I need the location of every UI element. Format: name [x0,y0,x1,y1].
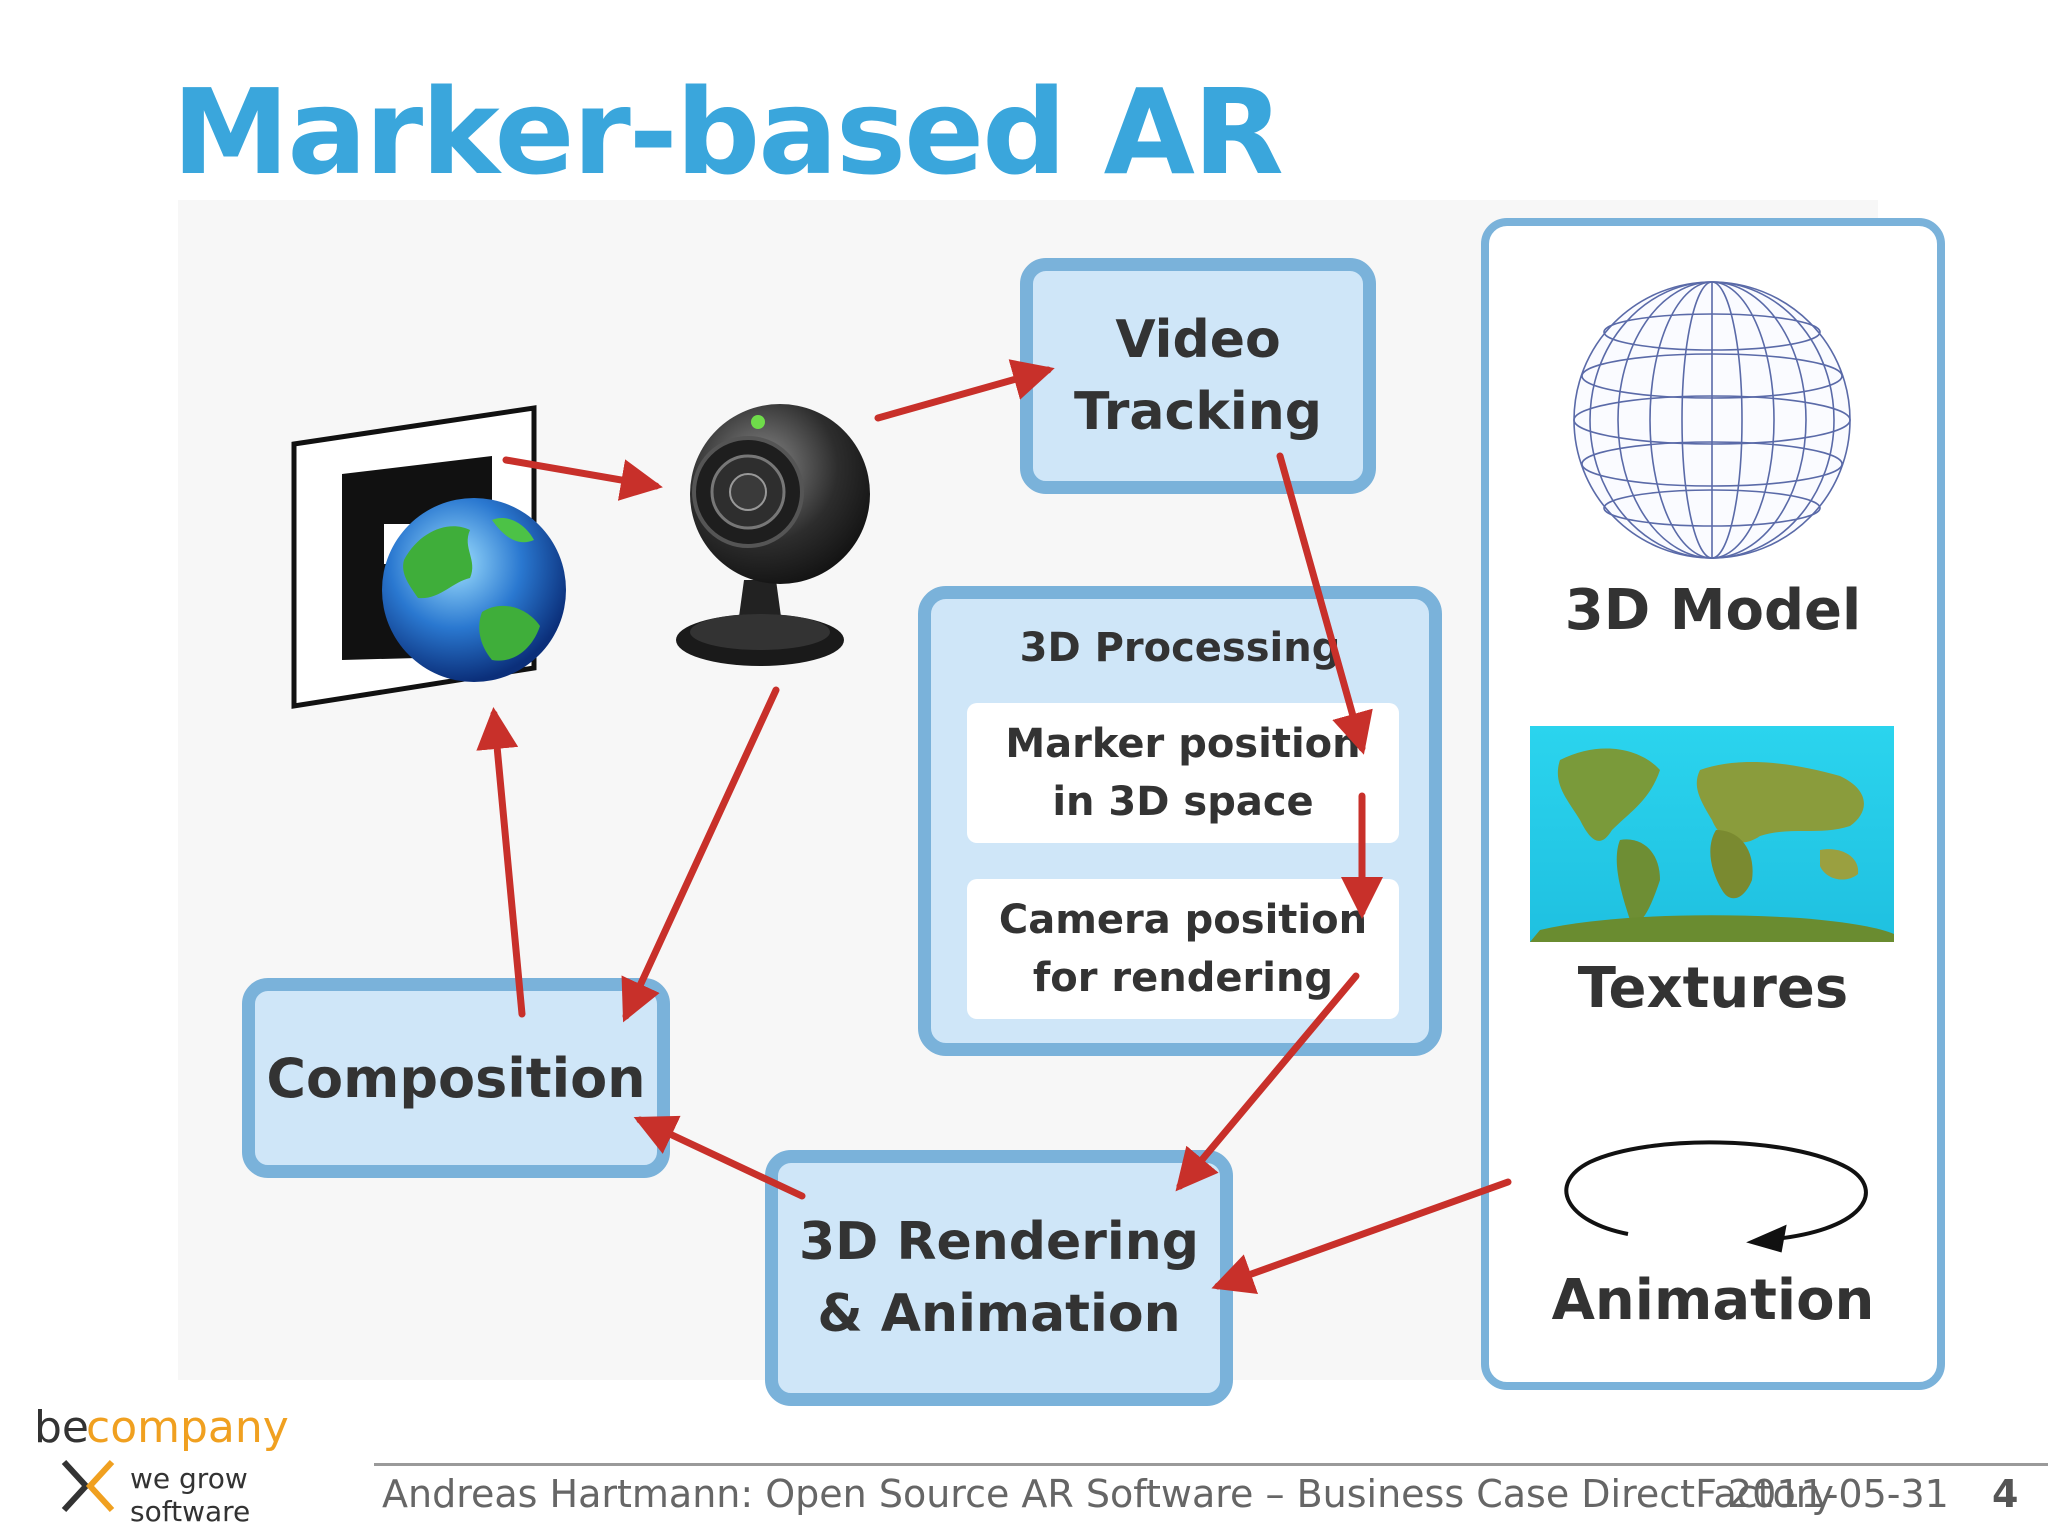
composition-box: Composition [242,978,670,1178]
footer-divider [374,1463,2048,1466]
animation-label: Animation [1551,1268,1875,1333]
arrow-camera-to-composition [621,686,780,1023]
rendering-label: 3D Rendering & Animation [799,1212,1199,1344]
logo-company-text: company [86,1402,289,1453]
footer-date: 2011-05-31 [1728,1472,1949,1516]
wireframe-sphere-icon [1573,281,1851,559]
arrow-processing-to-rendering [1175,972,1360,1192]
logo-tagline: we grow software [130,1462,251,1528]
company-logo: be company we grow software [34,1402,374,1528]
rotation-arrow-icon [1564,1140,1868,1253]
footer-text: Andreas Hartmann: Open Source AR Softwar… [382,1472,1834,1516]
arrow-video-to-marker-position [1276,452,1373,755]
rendering-box: 3D Rendering & Animation [765,1150,1233,1406]
composition-label: Composition [266,1046,646,1110]
page-number: 4 [1992,1472,2019,1516]
processing-title: 3D Processing [1019,625,1341,671]
arrow-composition-to-marker [476,707,526,1018]
arrow-animation-to-rendering [1211,1178,1512,1294]
textures-label: Textures [1577,956,1849,1021]
video-tracking-label: Video Tracking [1074,310,1322,442]
arrow-marker-to-camera [502,456,663,501]
logo-mark-icon [61,1459,115,1513]
globe-icon [382,498,566,682]
model-label: 3D Model [1564,578,1862,643]
slide-title: Marker-based AR [172,63,1284,201]
logo-be-text: be [34,1402,89,1453]
camera-position-step: Camera position for rendering [967,879,1399,1019]
world-map-texture-icon [1530,726,1894,942]
marker-position-step: Marker position in 3D space [967,703,1399,843]
arrow-camera-to-video [874,359,1055,422]
arrow-rendering-to-composition [633,1115,806,1200]
webcam-icon [676,404,870,666]
